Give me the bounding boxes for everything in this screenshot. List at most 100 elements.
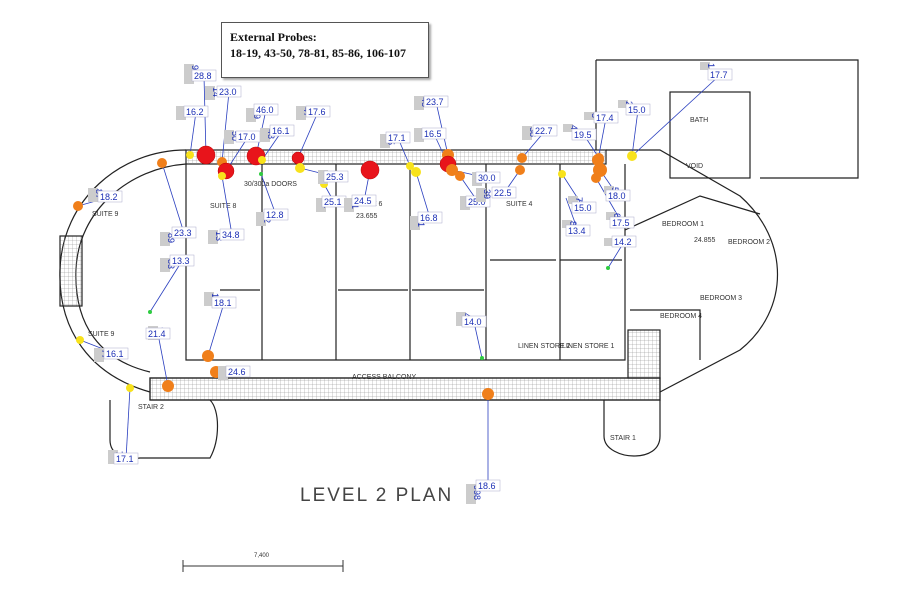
probe-temp-label: 34.8 [219, 228, 245, 241]
svg-text:22.5: 22.5 [494, 188, 512, 198]
room-label: BEDROOM 3 [700, 295, 742, 302]
svg-text:15.0: 15.0 [574, 203, 592, 213]
probe-id-label: 8 [562, 220, 578, 228]
probe-leader-line [473, 321, 483, 359]
svg-text:5: 5 [610, 187, 620, 192]
probe-temp-label: 17.1 [113, 452, 139, 465]
probe-marker [406, 162, 414, 170]
probe-id-label: 998 [466, 484, 482, 504]
probe-marker [196, 145, 216, 165]
room-label: SUITE 9 [92, 211, 119, 218]
probe-marker [446, 164, 458, 176]
svg-text:18.6: 18.6 [478, 481, 496, 491]
probe-leader-line [631, 74, 721, 157]
svg-text:17.1: 17.1 [116, 454, 134, 464]
probe-leader-line [260, 173, 277, 216]
svg-text:6: 6 [612, 213, 622, 218]
probe-id-label: 14 [205, 86, 221, 100]
svg-text:14: 14 [211, 87, 221, 97]
legend-probe-list: 18-19, 43-50, 78-81, 85-86, 106-107 [230, 46, 406, 60]
probe-id-label: 13 [208, 230, 224, 244]
svg-text:1: 1 [706, 63, 716, 68]
room-label: ACCESS BALCONY [352, 374, 417, 381]
svg-text:30.0: 30.0 [478, 173, 496, 183]
probe-temp-label: 30.0 [475, 171, 501, 184]
svg-text:39: 39 [482, 189, 492, 199]
probe-marker [148, 310, 152, 314]
room-label: BATH [690, 117, 708, 124]
probe-marker [295, 163, 305, 173]
svg-text:17.6: 17.6 [308, 107, 326, 117]
probe-temp-label: 13.3 [169, 254, 195, 267]
svg-text:22.7: 22.7 [535, 126, 553, 136]
probe-temp-label: 28.8 [191, 69, 217, 82]
probe-leader-line [157, 333, 169, 387]
svg-text:16.2: 16.2 [186, 107, 204, 117]
probe-temp-label: 24.6 [225, 365, 251, 378]
probe-temp-label: 17.0 [235, 130, 261, 143]
svg-text:23.3: 23.3 [174, 228, 192, 238]
scale-label: 7,400 [254, 553, 270, 559]
room-label: SUITE 9 [88, 331, 115, 338]
svg-text:7: 7 [574, 197, 584, 202]
svg-text:50: 50 [230, 131, 240, 141]
svg-text:17.5: 17.5 [612, 218, 630, 228]
svg-text:8: 8 [568, 221, 578, 226]
svg-text:21.4: 21.4 [148, 329, 166, 339]
probe-temp-label: 13.4 [565, 224, 591, 237]
probe-leader-line [221, 175, 233, 236]
room-label: 30/300a DOORS [244, 181, 297, 188]
svg-text:14.0: 14.0 [464, 317, 482, 327]
probe-temp-label: 18.6 [475, 479, 501, 492]
probe-marker [592, 154, 604, 166]
probe-temp-label: 18.1 [211, 296, 237, 309]
probe-temp-label: 12.8 [263, 208, 289, 221]
probe-marker [76, 336, 84, 344]
probe-marker [162, 380, 174, 392]
probe-markers [73, 145, 637, 400]
probe-temp-label: 16.2 [183, 105, 209, 118]
svg-text:25.3: 25.3 [326, 172, 344, 182]
svg-text:14.2: 14.2 [614, 237, 632, 247]
probe-temp-label: 23.7 [423, 95, 449, 108]
svg-text:17.1: 17.1 [388, 133, 406, 143]
room-label: BEDROOM 2 [728, 239, 770, 246]
svg-text:23.0: 23.0 [219, 87, 237, 97]
room-label: VOID [686, 163, 703, 170]
svg-text:46.0: 46.0 [256, 105, 274, 115]
probe-id-label: 89 [160, 232, 176, 246]
svg-text:12.8: 12.8 [266, 210, 284, 220]
external-probes-legend: External Probes: 18-19, 43-50, 78-81, 85… [221, 22, 429, 78]
svg-text:16.1: 16.1 [272, 126, 290, 136]
probe-temp-label: 17.5 [609, 216, 635, 229]
probe-leader-line [189, 111, 197, 156]
probe-marker [73, 201, 83, 211]
probe-temp-label: 16.8 [417, 211, 443, 224]
svg-text:13.3: 13.3 [172, 256, 190, 266]
probe-id-label: 1 [700, 62, 716, 70]
probe-leader-line [161, 162, 185, 234]
probe-temp-label: 17.1 [385, 131, 411, 144]
probe-marker [291, 151, 305, 165]
probe-temp-label: 14.2 [611, 235, 637, 248]
probe-temp-label: 25.3 [323, 170, 349, 183]
scale-bar [182, 560, 344, 572]
probe-marker [480, 356, 484, 360]
legend-title: External Probes: [230, 30, 317, 44]
probe-marker [360, 160, 380, 180]
probe-marker [558, 170, 566, 178]
probe-temp-label: 23.3 [171, 226, 197, 239]
probe-marker [482, 388, 494, 400]
svg-text:28.8: 28.8 [194, 71, 212, 81]
probe-temp-label: 18.0 [605, 189, 631, 202]
probe-marker [157, 158, 167, 168]
probe-marker [517, 153, 527, 163]
probe-leader-line [207, 302, 225, 357]
probe-marker [258, 156, 266, 164]
room-label: 24.855 [694, 237, 716, 244]
svg-text:89: 89 [166, 233, 176, 243]
room-label: STAIR 2 [138, 404, 164, 411]
probe-temp-label: 16.5 [421, 127, 447, 140]
probe-marker [126, 384, 134, 392]
svg-text:18.0: 18.0 [608, 191, 626, 201]
